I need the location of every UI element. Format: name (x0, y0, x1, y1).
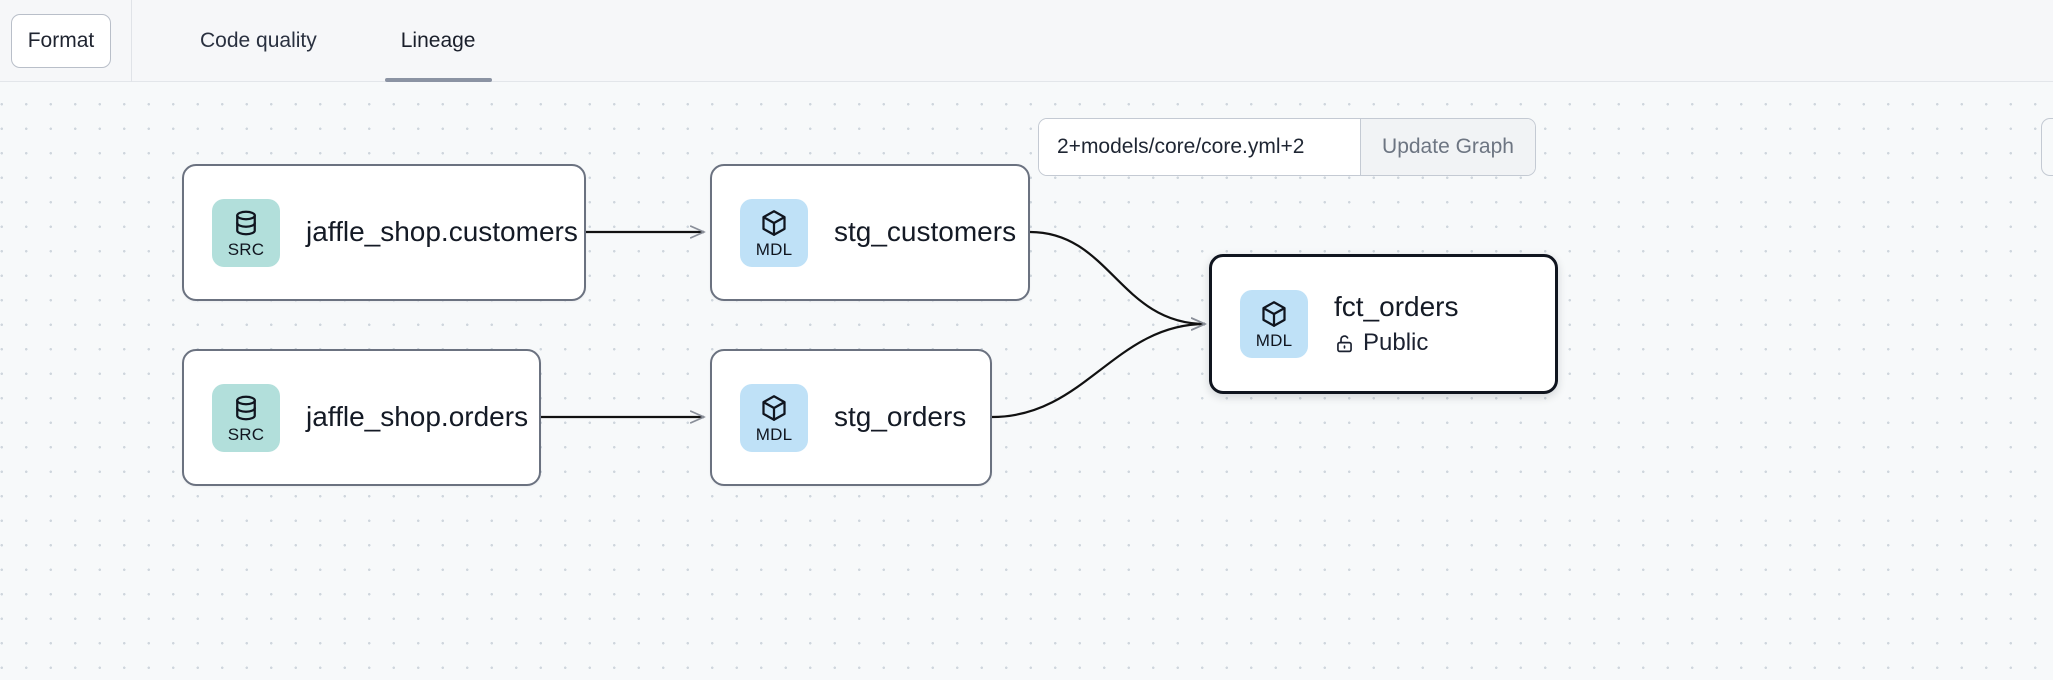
update-graph-button[interactable]: Update Graph (1360, 119, 1535, 175)
database-icon (236, 395, 256, 420)
edge-stg-customers-to-fct-orders (1029, 230, 1205, 324)
lineage-node-jaffle-shop-orders[interactable]: SRC jaffle_shop.orders (182, 349, 541, 486)
node-text: stg_orders (834, 401, 966, 433)
edge-stg-orders-to-fct-orders (991, 324, 1205, 419)
node-text: fct_orders Public (1334, 291, 1459, 357)
tab-bar: Code quality Lineage (184, 0, 492, 82)
node-access-label: Public (1363, 329, 1429, 357)
node-badge-mdl: MDL (740, 198, 808, 267)
lineage-node-jaffle-shop-customers[interactable]: SRC jaffle_shop.customers (182, 164, 586, 301)
node-text: jaffle_shop.customers (306, 216, 578, 248)
node-badge-src: SRC (212, 198, 280, 267)
lineage-edges (541, 82, 2053, 680)
graph-selector-input[interactable] (1039, 119, 1360, 175)
database-icon (236, 210, 256, 235)
lineage-node-stg-orders[interactable]: MDL stg_orders (710, 349, 992, 486)
node-access-row: Public (1334, 329, 1459, 357)
editor-toolbar: Format Code quality Lineage (0, 0, 2053, 82)
node-badge-label: SRC (227, 239, 265, 259)
tab-code-quality[interactable]: Code quality (200, 28, 317, 52)
node-badge-mdl: MDL (1240, 290, 1308, 358)
unlock-icon (1337, 334, 1352, 352)
node-badge-label: SRC (227, 424, 265, 444)
tab-lineage[interactable]: Lineage (384, 0, 492, 82)
node-title: jaffle_shop.orders (306, 401, 529, 433)
node-badge-label: MDL (755, 239, 793, 259)
node-badge-label: MDL (755, 424, 793, 444)
node-badge-mdl: MDL (740, 383, 808, 452)
graph-controls: Update Graph (1038, 118, 1536, 176)
lineage-node-stg-customers[interactable]: MDL stg_customers (710, 164, 1030, 301)
cube-icon (762, 394, 786, 421)
graph-extra-control[interactable] (2041, 118, 2053, 176)
lineage-node-fct-orders[interactable]: MDL fct_orders Public (1209, 254, 1558, 394)
node-badge-label: MDL (1255, 331, 1293, 350)
node-title: fct_orders (1334, 290, 1459, 322)
node-title: jaffle_shop.customers (306, 216, 578, 248)
format-button[interactable]: Format (11, 13, 111, 68)
node-text: stg_customers (834, 216, 1016, 248)
cube-icon (1262, 301, 1286, 327)
node-title: stg_orders (834, 401, 967, 433)
lineage-canvas[interactable]: SRC jaffle_shop.customers MDL stg_custom… (0, 82, 2053, 680)
node-title: stg_customers (834, 216, 1017, 248)
toolbar-divider (131, 0, 132, 82)
cube-icon (762, 209, 786, 236)
node-text: jaffle_shop.orders (306, 401, 528, 433)
node-badge-src: SRC (212, 383, 280, 452)
